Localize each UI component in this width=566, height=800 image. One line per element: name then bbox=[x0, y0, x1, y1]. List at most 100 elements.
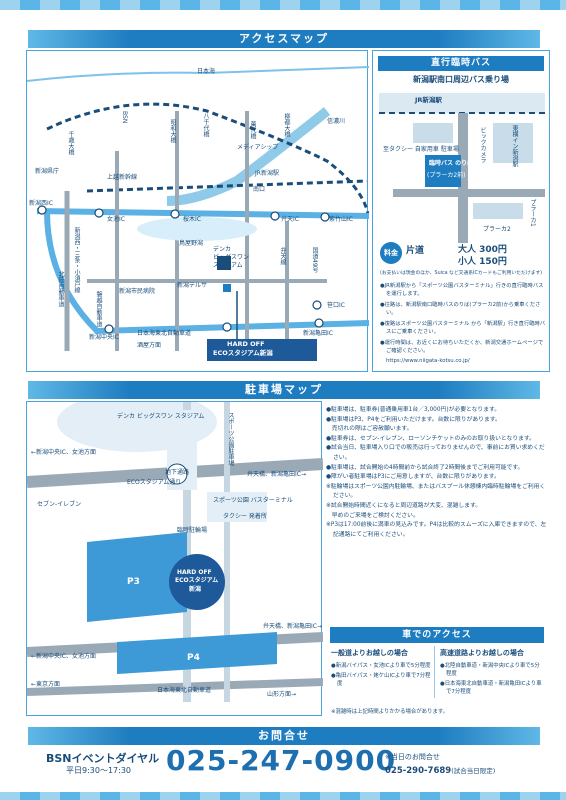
label-prefecture: 新潟県庁 bbox=[35, 168, 60, 175]
bus-map-plaka2: (プラーカ2前) bbox=[427, 172, 466, 179]
label-meiki: 女池IC bbox=[107, 216, 125, 223]
park-label-higashi: ←東京方面 bbox=[31, 681, 61, 688]
parking-note: 早めのご来場をご検討ください。 bbox=[326, 512, 419, 519]
label-benten: 弁天線 bbox=[279, 247, 286, 265]
label-hard-off: HARD OFF bbox=[227, 340, 265, 348]
parking-note: ※P3は17:00前後に満車の見込みです。P4は比較的スムーズに入庫できますので… bbox=[326, 522, 547, 538]
car-highway-row: ●日本海東北自動車道・新潟亀田ICより車で7分程度 bbox=[440, 681, 542, 695]
parking-map-panel: デンカ ビッグスワン スタジアム スポーツ公園駐車場 ←新潟中央IC、女池方面 … bbox=[26, 401, 323, 716]
label-hokuriku: 北陸自動車道 bbox=[57, 271, 64, 307]
contact-name: BSNイベントダイヤル bbox=[46, 752, 160, 765]
label-jr-niigata: JR新潟駅 bbox=[255, 170, 279, 177]
label-shinano: 信濃川 bbox=[327, 118, 346, 125]
parking-note: ●駐車場はP3、P4をご利用いただけます。台数に限りがあります。 bbox=[326, 416, 501, 423]
fare-note: (お支払いは現金のほか、Suica など交通系ICカードもご利用いただけます) bbox=[380, 271, 543, 276]
fare-route: 片道 bbox=[406, 246, 425, 256]
park-label-chuo-2: ←新潟中央IC、女池方面 bbox=[31, 653, 96, 660]
parking-note: 売切れの際はご容赦願います。 bbox=[326, 426, 413, 433]
label-bandai-kaido: 磐越自動車道 bbox=[95, 291, 102, 327]
park-label-chuo: ←新潟中央IC、女池方面 bbox=[31, 449, 96, 456]
park-label-denka: デンカ ビッグスワン スタジアム bbox=[117, 413, 205, 420]
bus-panel: JR新潟駅 至タクシー 自家用車 駐車場 ビックカメラ 東横イン新潟駅 臨時バス… bbox=[372, 50, 550, 372]
contact-note: ※当日のお問合せ bbox=[385, 753, 440, 761]
park-label-p4: P4 bbox=[187, 653, 200, 663]
car-general-row: ●新潟バイパス・女池ICより車で5分程度 bbox=[331, 663, 431, 669]
bus-note: ●往路は、新潟駅南口臨時バスのりば(プラーカ2前)から乗車ください。 bbox=[380, 302, 541, 316]
label-stadium: スタジアム bbox=[213, 262, 243, 269]
access-map-header: アクセスマップ bbox=[28, 30, 540, 48]
bus-note: ●運行時間は、お近くにお待ちいただくか、新潟交通ホームページでご確認ください。 bbox=[380, 340, 544, 354]
bus-map-stop: 臨時バス のりば bbox=[429, 160, 474, 167]
parking-note: ●駐車場は、試合開始の4時間前から試合終了2時間後までご利用可能です。 bbox=[326, 464, 524, 471]
park-label-eco: ECOスタジアム bbox=[175, 577, 219, 584]
bus-subtitle: 新潟駅南口周辺バス乗り場 bbox=[413, 75, 509, 84]
label-showa: 昭和大橋 bbox=[169, 119, 176, 143]
label-joetsu: 上越新幹線 bbox=[107, 174, 138, 181]
label-nishi-kaido: 新潟西・三条・小須戸線 bbox=[73, 227, 80, 293]
bus-map-jr: JR新潟駅 bbox=[415, 96, 442, 104]
bus-notes: ●JR新潟駅から「スポーツ公園バスターミナル」行きの直行臨時バスを運行します。 … bbox=[380, 282, 546, 364]
label-bsn: BSN bbox=[121, 111, 128, 124]
label-bandai: 萬代橋 bbox=[249, 121, 256, 139]
park-label-underpass: 地下通路 bbox=[165, 469, 190, 476]
parking-note: ※試合開始時間近くになると周辺道路が大変、混雑します。 bbox=[326, 502, 481, 509]
label-media-ship: メディアシップ bbox=[237, 144, 279, 151]
car-general: 一般道よりお越しの場合 ●新潟バイパス・女池ICより車で5分程度 ●亀田バイパス… bbox=[331, 648, 435, 690]
label-bigswan: ビッグスワン bbox=[213, 254, 250, 261]
park-label-benten: 弁天橋、新潟亀田IC→ bbox=[247, 471, 306, 478]
label-toyamano: 鳥屋野潟 bbox=[179, 240, 204, 247]
contact-phone[interactable]: 025-247-0900 bbox=[166, 744, 397, 777]
label-niigata-nishi: 新潟西IC bbox=[29, 200, 53, 207]
label-ryusaki: 柳都大橋 bbox=[283, 113, 290, 137]
bus-title: 直行臨時バス bbox=[378, 56, 544, 71]
contact-phone-day-note: (試合当日限定) bbox=[451, 767, 496, 775]
park-label-bus-terminal: スポーツ公園 バスターミナル bbox=[213, 497, 293, 504]
bus-map-plaka1: プラーカ1 bbox=[529, 199, 536, 227]
parking-map bbox=[27, 402, 323, 702]
label-hospital: 新潟市民病院 bbox=[119, 288, 156, 295]
park-label-bike: 臨時駐輪場 bbox=[177, 527, 208, 534]
bus-map-taxi: 至タクシー 自家用車 駐車場 bbox=[383, 146, 459, 153]
parking-note: ●駐車券は、セブン-イレブン、ローソンチケットのみのお取り扱いとなります。 bbox=[326, 435, 535, 442]
park-label-benten-2: 弁天橋、新潟亀田IC→ bbox=[263, 623, 322, 630]
fare-child: 小人 150円 bbox=[458, 257, 507, 267]
top-decor-stripe bbox=[0, 0, 566, 10]
label-minamiguchi: 南口 bbox=[253, 186, 266, 193]
car-general-row: ●亀田バイパス・姥ケ山ICより車で7分程度 bbox=[331, 673, 431, 687]
park-label-sports: スポーツ公園駐車場 bbox=[227, 412, 234, 466]
car-access-header: 車でのアクセス bbox=[330, 627, 544, 643]
park-label-p3: P3 bbox=[127, 577, 140, 587]
car-divider bbox=[434, 646, 435, 698]
bus-note: ●復路はスポーツ公園バスターミナル から「新潟駅」行き直行臨時バスにご乗車くださ… bbox=[380, 321, 546, 335]
bottom-decor-stripe bbox=[0, 792, 566, 800]
fare-badge: 料金 bbox=[380, 242, 402, 264]
label-shiozawa: 紫竹山IC bbox=[329, 216, 353, 223]
label-terusa: 新潟テルサ bbox=[177, 282, 208, 289]
bus-note: ●JR新潟駅から「スポーツ公園バスターミナル」行きの直行臨時バスを運行します。 bbox=[380, 283, 544, 297]
park-label-niigata: 新潟 bbox=[189, 586, 202, 593]
car-general-title: 一般道よりお越しの場合 bbox=[331, 649, 408, 657]
access-map bbox=[27, 66, 369, 361]
car-highway-row: ●北陸自動車道・新潟中央ICより車で5分程度 bbox=[440, 663, 540, 677]
contact-phone-day-number[interactable]: 025-290-7689 bbox=[385, 766, 452, 776]
label-chikusa: 千歳大橋 bbox=[67, 131, 74, 155]
park-label-seven: セブン-イレブン bbox=[37, 501, 82, 508]
parking-note: ●駐車場は、駐車券(普通乗用車1台／3,000円)が必要となります。 bbox=[326, 407, 501, 413]
label-kameda-ic: 新潟亀田IC bbox=[303, 330, 333, 337]
bus-map-camera: ビックカメラ bbox=[479, 127, 486, 163]
parking-notes: ●駐車場は、駐車券(普通乗用車1台／3,000円)が必要となります。 ●駐車場は… bbox=[326, 406, 548, 540]
label-chuo-ic: 新潟中央IC bbox=[89, 334, 119, 341]
parking-map-header: 駐車場マップ bbox=[28, 381, 540, 399]
parking-note: ●試合当日、駐車場入り口での販売は行っておりませんので、事前にお買い求めください… bbox=[326, 445, 545, 461]
park-label-east-road: ECOスタジアム通り bbox=[127, 479, 182, 486]
contact-phone-day[interactable]: 025-290-7689(試合当日限定) bbox=[385, 765, 495, 776]
contact-hours: 平日9:30〜17:30 bbox=[66, 766, 132, 775]
label-kokudo: 国道49号 bbox=[311, 247, 318, 273]
bus-url-link[interactable]: https://www.niigata-kotsu.co.jp/ bbox=[386, 358, 470, 364]
car-highway-title: 高速道路よりお越しの場合 bbox=[440, 649, 524, 657]
park-label-yamagata: 山形方面→ bbox=[267, 691, 297, 698]
label-oyakata: 酒屋方面 bbox=[137, 342, 162, 349]
park-label-tokaido: 日本海東北自動車道 bbox=[157, 687, 212, 694]
fare-adult: 大人 300円 bbox=[458, 245, 507, 255]
bus-map-hotel: 東横イン新潟駅 bbox=[511, 125, 518, 167]
